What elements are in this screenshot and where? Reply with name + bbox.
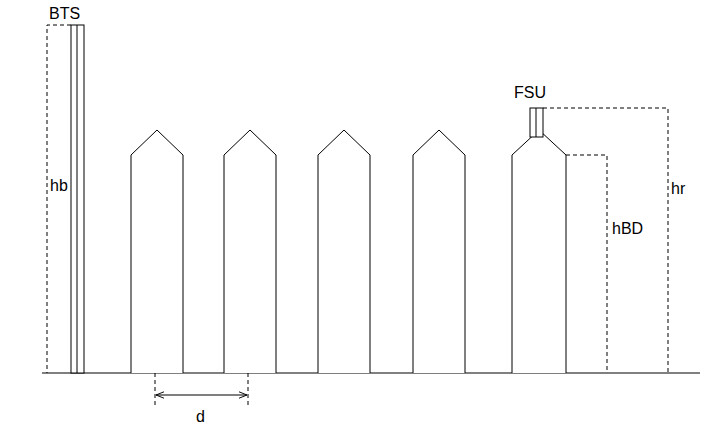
houses	[131, 130, 566, 373]
house	[318, 130, 370, 373]
dimension-lines	[47, 25, 668, 405]
dimension-arrow	[156, 395, 247, 396]
height-label: hb	[50, 177, 68, 195]
bts-tower	[71, 25, 84, 373]
antenna-label: FSU	[514, 84, 546, 102]
height-label: hr	[671, 180, 685, 198]
tower-label: BTS	[49, 5, 80, 23]
house	[512, 130, 566, 373]
dimension-label: d	[196, 408, 205, 426]
house	[413, 130, 465, 373]
fsu-antenna	[530, 108, 543, 137]
house	[131, 130, 183, 373]
house	[224, 130, 276, 373]
height-label: hBD	[612, 220, 643, 238]
